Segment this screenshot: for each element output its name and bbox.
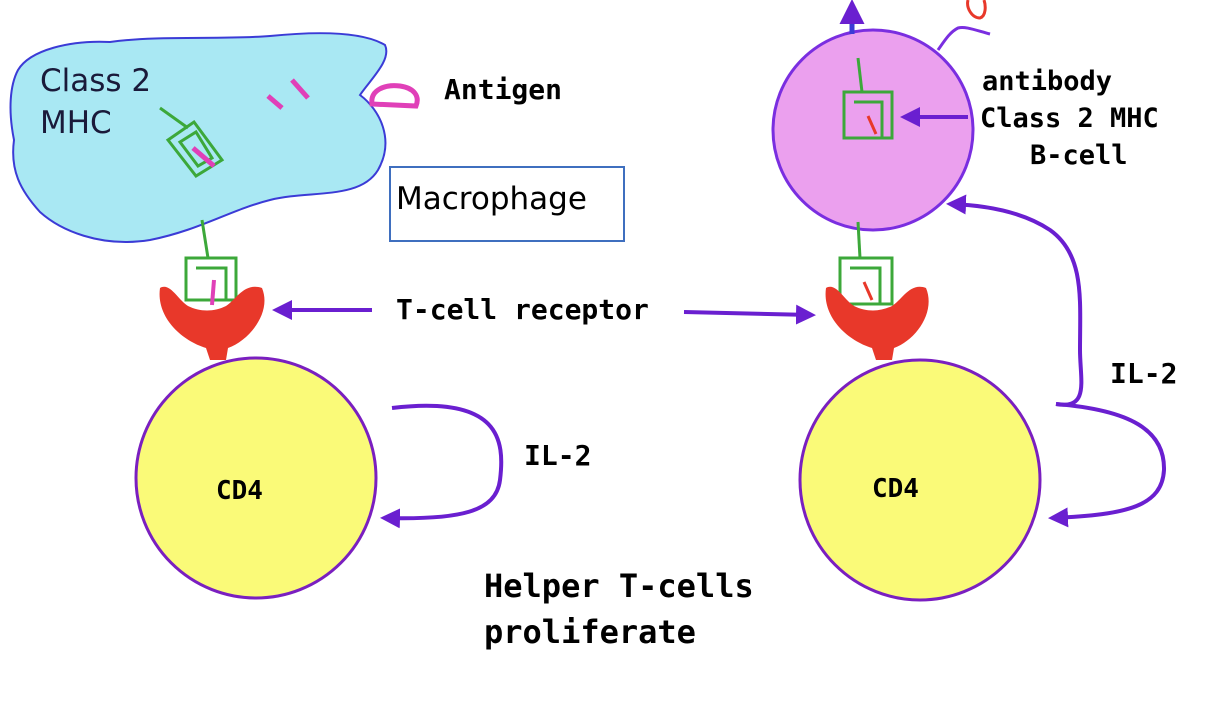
mhc-left-receptor-complex (159, 219, 265, 360)
t-cell-receptor-label: T-cell receptor (396, 293, 649, 326)
cd4-left-label: CD4 (216, 476, 263, 506)
il2-right-label: IL-2 (1110, 357, 1178, 390)
macrophage-label-box (389, 166, 625, 242)
antigen-on-antibody (966, 0, 987, 20)
antibody-stub (936, 26, 991, 51)
b-cell-label: B-cell (1030, 140, 1128, 171)
antigen-label: Antigen (444, 73, 563, 106)
antigen-fragment (266, 94, 284, 110)
mhc-right-receptor-complex (825, 221, 929, 360)
il2-loop-arrow-right (1048, 402, 1167, 528)
antigen-molecule (369, 83, 420, 109)
class2-mhc-left-label-line1: Class 2 (40, 63, 152, 99)
il2-arrow-to-bcell (946, 194, 1084, 407)
receptor-arrow-right (683, 304, 816, 325)
antibody-label: antibody (982, 66, 1113, 97)
cd4-cell-left (134, 356, 378, 600)
antigen-fragment (290, 78, 310, 100)
macrophage-label: Macrophage (396, 181, 587, 217)
mhc-bcell (842, 57, 894, 140)
class2-mhc-left-label-line2: MHC (40, 105, 112, 141)
mhc-macrophage (159, 106, 225, 178)
class2-mhc-right-label: Class 2 MHC (980, 103, 1159, 134)
caption-line2: proliferate (484, 613, 696, 651)
il2-left-label: IL-2 (524, 439, 592, 472)
cd4-right-label: CD4 (872, 474, 919, 504)
cd4-cell-right (798, 358, 1042, 602)
il2-loop-arrow-left (380, 403, 504, 529)
caption-line1: Helper T-cells (484, 567, 754, 605)
